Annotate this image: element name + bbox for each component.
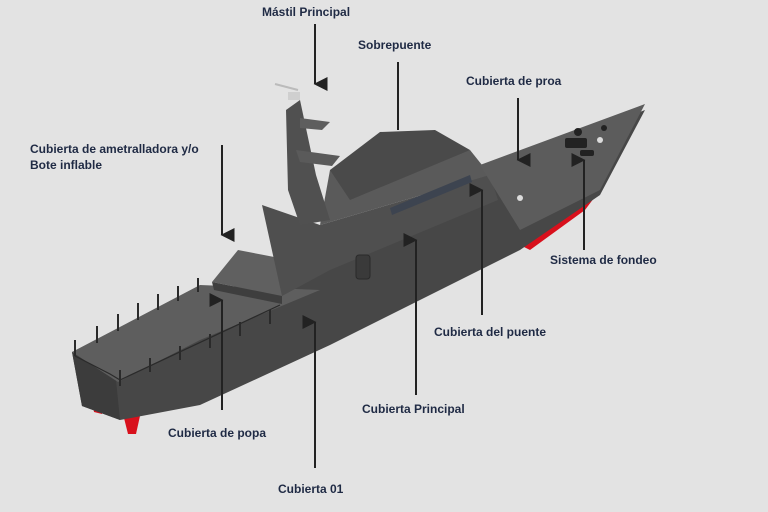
label-sistema-de-fondeo: Sistema de fondeo (550, 252, 657, 268)
label-cubierta-01: Cubierta 01 (278, 481, 343, 497)
label-cubierta-ametralladora-2: Bote inflable (30, 157, 102, 173)
label-cubierta-principal: Cubierta Principal (362, 401, 465, 417)
hull-door (356, 255, 370, 279)
mast-whip (275, 84, 298, 90)
label-cubierta-del-puente: Cubierta del puente (434, 324, 546, 340)
label-cubierta-de-proa: Cubierta de proa (466, 73, 561, 89)
mast-top-antenna (288, 92, 300, 100)
label-mastil-principal: Mástil Principal (262, 4, 350, 20)
label-cubierta-de-popa: Cubierta de popa (168, 425, 266, 441)
label-sobrepuente: Sobrepuente (358, 37, 431, 53)
label-cubierta-ametralladora-1: Cubierta de ametralladora y/o (30, 141, 199, 157)
mast-crossarm (300, 118, 330, 130)
